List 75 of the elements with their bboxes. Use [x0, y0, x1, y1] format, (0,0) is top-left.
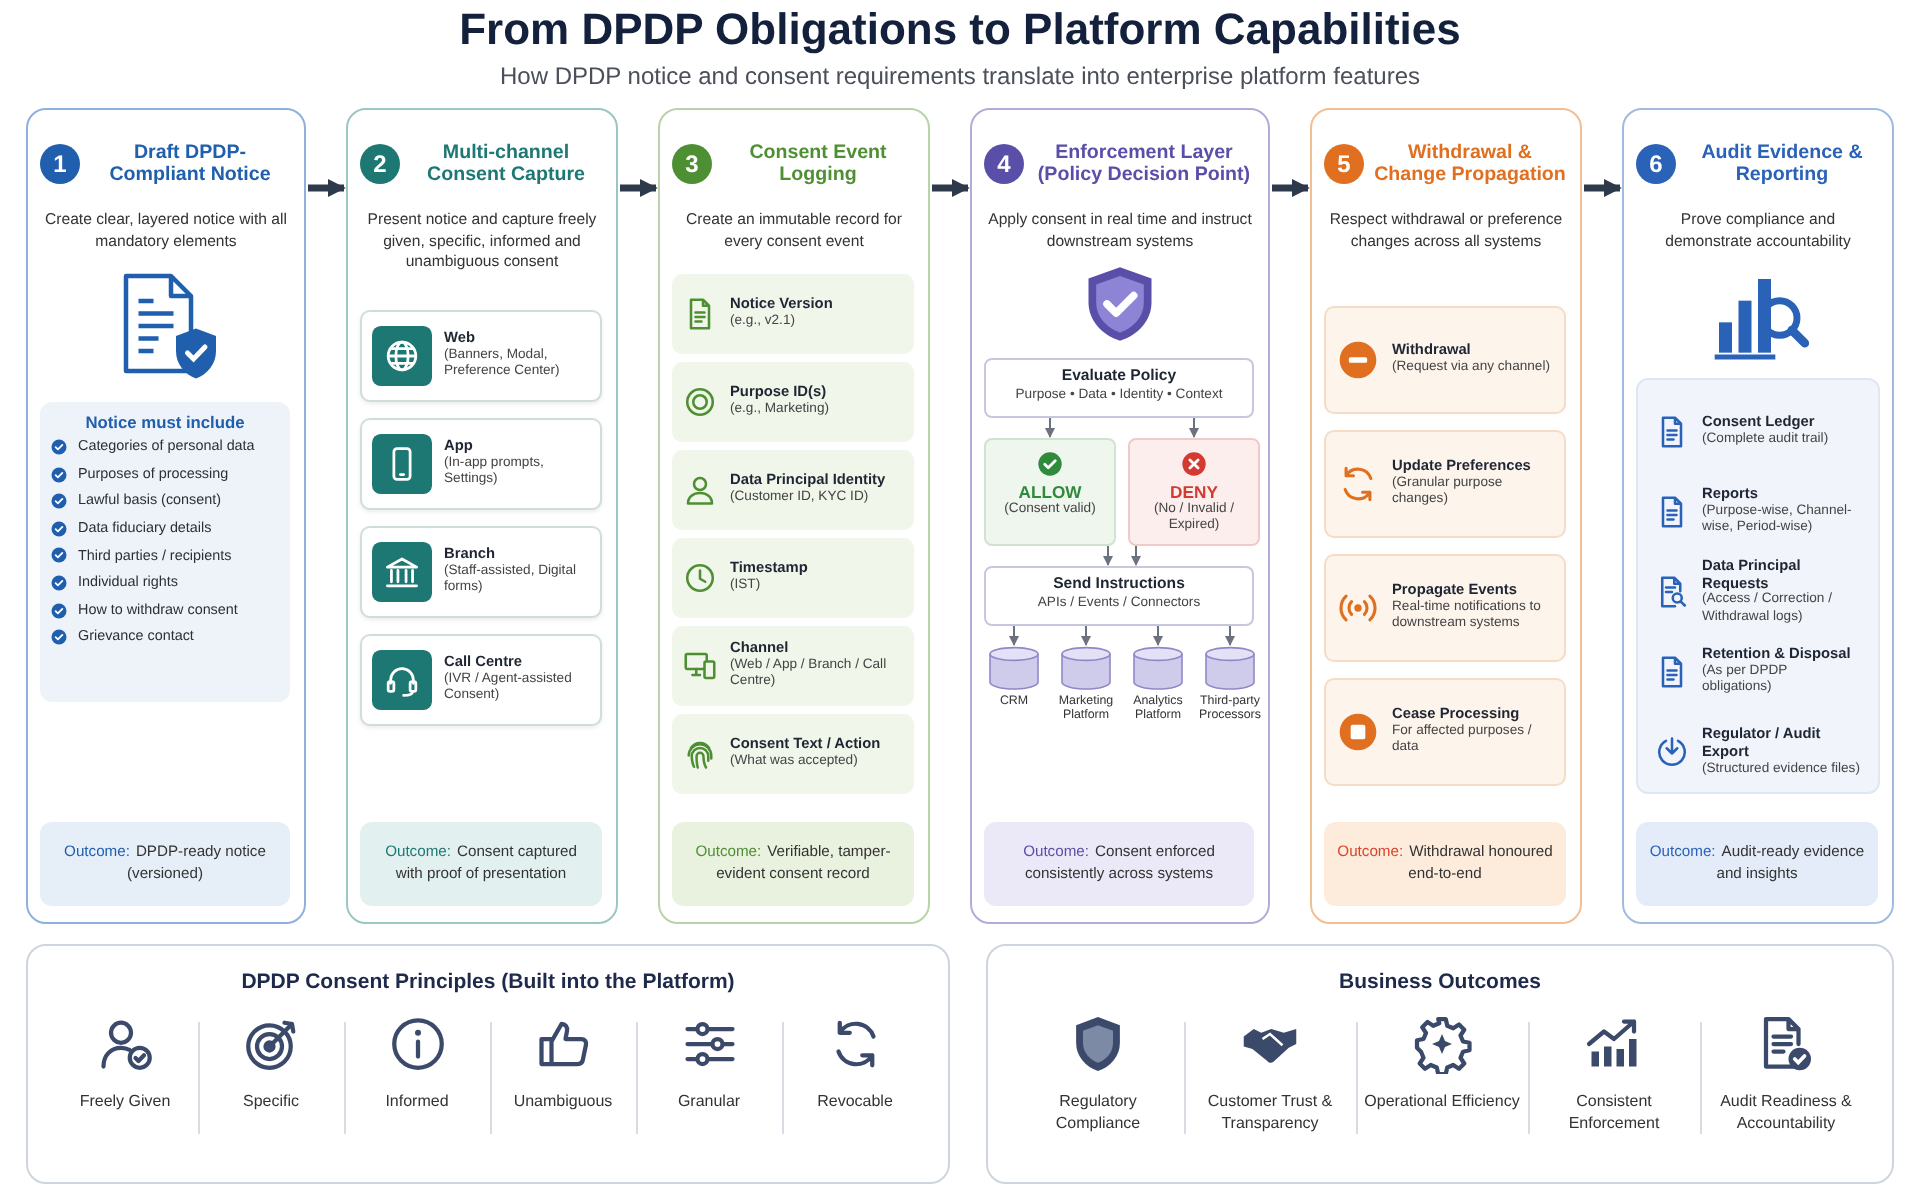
summary-panel — [986, 944, 1894, 1184]
action-card — [1324, 678, 1566, 786]
panel-heading: DPDP Consent Principles (Built into the Platform) — [239, 970, 737, 994]
step-badge: 1 — [40, 144, 80, 184]
checklist-heading: Notice must include — [83, 412, 247, 432]
channel-card — [360, 310, 602, 402]
record-field-card — [672, 538, 914, 618]
step-badge: 4 — [984, 144, 1024, 184]
step-badge: 5 — [1324, 144, 1364, 184]
connector-arrow — [308, 179, 346, 197]
connector-arrow — [1045, 417, 1055, 438]
outcome-box — [1324, 822, 1566, 906]
outcome-box — [40, 822, 290, 906]
stage-heading: Audit Evidence & Reporting — [1699, 141, 1865, 187]
step-badge: 3 — [672, 144, 712, 184]
action-card — [1324, 554, 1566, 662]
principle-label: Informed — [383, 1090, 451, 1113]
process-box — [984, 358, 1254, 418]
decision-box — [1128, 438, 1260, 546]
connector-arrow — [1009, 625, 1019, 646]
stage-heading: Draft DPDP-Compliant Notice — [107, 141, 273, 187]
record-field-card — [672, 626, 914, 706]
stage-heading: Multi-channel Consent Capture — [425, 141, 587, 187]
outcome-box — [1636, 822, 1878, 906]
connector-arrow — [1131, 545, 1141, 566]
outcome-box — [672, 822, 914, 906]
channel-card — [360, 418, 602, 510]
diagram-subtitle: How DPDP notice and consent requirements translate into enterprise platform features — [497, 62, 1422, 90]
step-badge: 2 — [360, 144, 400, 184]
decision-result: DENY — [1170, 482, 1218, 502]
record-field-card — [672, 362, 914, 442]
panel-heading: Business Outcomes — [1337, 970, 1543, 994]
stage-card — [346, 108, 618, 924]
record-field-card — [672, 714, 914, 794]
connector-arrow — [1189, 417, 1199, 438]
principle-label: Regulatory Compliance — [1053, 1090, 1143, 1135]
principle-label: Customer Trust & Transparency — [1205, 1090, 1335, 1135]
principle-label: Revocable — [815, 1090, 895, 1113]
stage-heading: Enforcement Layer (Policy Decision Point) — [1035, 141, 1253, 187]
stage-card — [26, 108, 306, 924]
connector-arrow — [1103, 545, 1113, 566]
action-card — [1324, 306, 1566, 414]
principle-label: Audit Readiness & Accountability — [1718, 1090, 1854, 1135]
connector-arrow — [932, 179, 970, 197]
principle-label: Granular — [675, 1090, 743, 1113]
connector-arrow — [1225, 625, 1235, 646]
stage-card — [1310, 108, 1582, 924]
connector-arrow — [620, 179, 658, 197]
step-badge: 6 — [1636, 144, 1676, 184]
stage-heading: Withdrawal & Change Propagation — [1372, 141, 1568, 187]
record-field-card — [672, 450, 914, 530]
stage-heading: Consent Event Logging — [747, 141, 889, 187]
diagram-title: From DPDP Obligations to Platform Capabilities — [457, 4, 1463, 56]
channel-card — [360, 526, 602, 618]
stage-card — [970, 108, 1270, 924]
principle-label: Unambiguous — [511, 1090, 615, 1113]
connector-arrow — [1584, 179, 1622, 197]
stage-card — [1622, 108, 1894, 924]
stage-card — [658, 108, 930, 924]
connector-arrow — [1153, 625, 1163, 646]
outcome-box — [360, 822, 602, 906]
principle-label: Consistent Enforcement — [1566, 1090, 1662, 1135]
channel-card — [360, 634, 602, 726]
summary-panel — [26, 944, 950, 1184]
connector-arrow — [1272, 179, 1310, 197]
process-box — [984, 566, 1254, 626]
principle-label: Freely Given — [77, 1090, 173, 1113]
checklist-panel — [40, 402, 290, 702]
principle-label: Specific — [240, 1090, 301, 1113]
principle-label: Operational Efficiency — [1362, 1090, 1522, 1113]
decision-result: ALLOW — [1018, 482, 1082, 502]
decision-box — [984, 438, 1116, 546]
action-card — [1324, 430, 1566, 538]
record-field-card — [672, 274, 914, 354]
connector-arrow — [1081, 625, 1091, 646]
